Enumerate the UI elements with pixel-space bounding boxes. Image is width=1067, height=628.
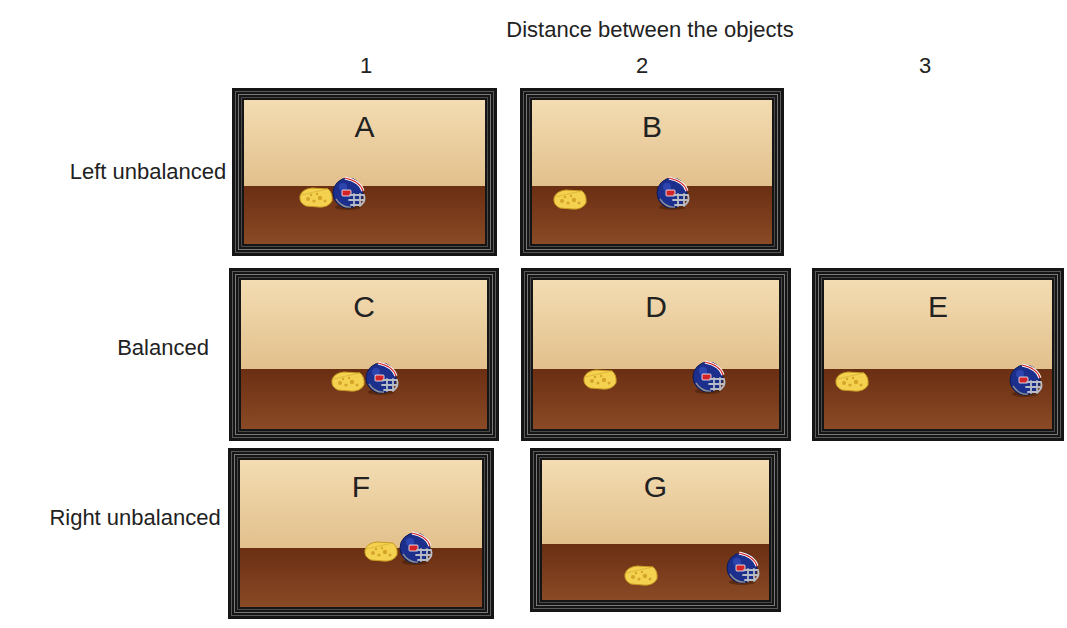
frame-line xyxy=(537,455,775,606)
picture-panel: C xyxy=(229,268,499,441)
panel-letter: E xyxy=(928,292,948,322)
frame-line xyxy=(534,452,778,609)
cheese xyxy=(332,372,364,391)
picture-panel: G xyxy=(530,448,781,612)
floor xyxy=(241,369,487,429)
column-number: 1 xyxy=(360,54,372,78)
frame-line xyxy=(233,272,496,438)
frame-line xyxy=(239,278,490,432)
picture-frame xyxy=(232,88,497,256)
frame-border xyxy=(812,268,1064,441)
wall xyxy=(244,100,485,186)
wall xyxy=(240,460,482,548)
football-helmet xyxy=(333,178,365,210)
frame-border xyxy=(521,268,791,441)
football-helmet xyxy=(693,362,725,394)
football-helmet xyxy=(400,533,432,565)
panel-letter: G xyxy=(644,472,667,502)
column-number: 2 xyxy=(636,54,648,78)
picture-frame xyxy=(229,268,499,441)
wall xyxy=(542,460,769,544)
picture-panel: A xyxy=(232,88,497,256)
wall xyxy=(824,280,1052,369)
frame-border xyxy=(229,268,499,441)
panel-letter: D xyxy=(645,292,667,322)
column-number: 3 xyxy=(919,54,931,78)
cheese xyxy=(554,190,586,209)
football-helmet xyxy=(1010,365,1042,397)
frame-line xyxy=(540,458,772,603)
frame-line xyxy=(525,272,788,438)
picture-frame xyxy=(812,268,1064,441)
frame-line xyxy=(527,95,778,250)
picture-frame xyxy=(521,268,791,441)
frame-border xyxy=(228,448,494,619)
frame-line xyxy=(816,272,1061,438)
frame-line xyxy=(819,275,1058,435)
picture-panel: B xyxy=(520,88,784,256)
panel-letter: B xyxy=(642,112,662,142)
floor xyxy=(240,548,482,607)
football-helmet xyxy=(366,363,398,395)
frame-line xyxy=(528,275,785,435)
picture-panel: D xyxy=(521,268,791,441)
floor xyxy=(542,544,769,600)
floor xyxy=(244,186,485,244)
floor xyxy=(532,186,772,244)
cheese xyxy=(584,370,616,389)
frame-line xyxy=(232,452,491,616)
frame-line xyxy=(235,455,488,613)
picture-frame xyxy=(228,448,494,619)
picture-panel: F xyxy=(228,448,494,619)
row-label: Left unbalanced xyxy=(70,160,227,184)
cheese xyxy=(625,566,657,585)
frame-line xyxy=(239,95,491,250)
frame-line xyxy=(236,275,493,435)
frame-line xyxy=(242,98,488,247)
cheese xyxy=(836,372,868,391)
cheese xyxy=(300,188,332,207)
frame-line xyxy=(531,278,782,432)
frame-line xyxy=(822,278,1055,432)
picture-panel: E xyxy=(812,268,1064,441)
frame-border xyxy=(530,448,781,612)
frame-line xyxy=(524,92,781,253)
row-label: Right unbalanced xyxy=(49,506,220,530)
picture-frame xyxy=(520,88,784,256)
wall xyxy=(532,100,772,186)
frame-border xyxy=(232,88,497,256)
picture-frame xyxy=(530,448,781,612)
panel-letter: A xyxy=(354,112,374,142)
frame-line xyxy=(530,98,775,247)
wall xyxy=(241,280,487,369)
football-helmet xyxy=(727,553,759,585)
axis-title: Distance between the objects xyxy=(506,18,793,42)
panel-letter: F xyxy=(352,472,370,502)
frame-line xyxy=(236,92,494,253)
panel-letter: C xyxy=(353,292,375,322)
row-label: Balanced xyxy=(117,336,209,360)
frame-border xyxy=(520,88,784,256)
wall xyxy=(533,280,779,369)
cheese xyxy=(365,542,397,561)
floor xyxy=(533,369,779,429)
frame-line xyxy=(238,458,485,610)
football-helmet xyxy=(657,178,689,210)
